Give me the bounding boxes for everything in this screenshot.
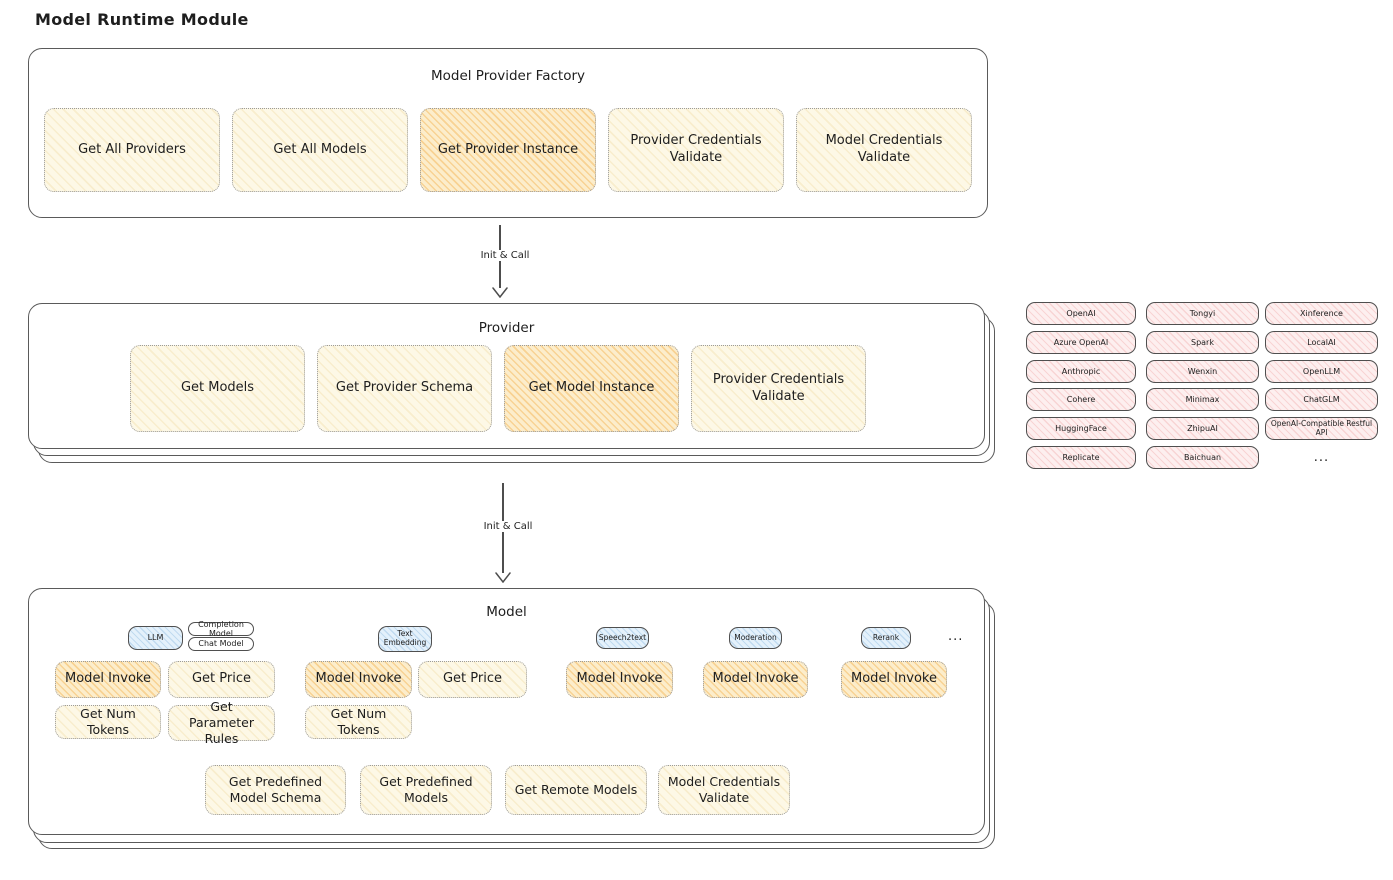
provider-pill-localai: LocalAI bbox=[1265, 331, 1378, 354]
node-get-models: Get Models bbox=[130, 345, 305, 432]
node-llm-model-invoke: Model Invoke bbox=[55, 661, 161, 698]
provider-pill-huggingface: HuggingFace bbox=[1026, 417, 1136, 440]
factory-title: Model Provider Factory bbox=[430, 68, 585, 84]
node-get-model-instance: Get Model Instance bbox=[504, 345, 679, 432]
provider-pill-replicate: Replicate bbox=[1026, 446, 1136, 469]
arrow-head-icon bbox=[492, 283, 508, 302]
node-llm-get-parameter-rules: Get Parameter Rules bbox=[168, 699, 275, 746]
node-model-credentials-validate-factory: Model Credentials Validate bbox=[796, 108, 972, 192]
node-embedding-model-invoke: Model Invoke bbox=[305, 661, 412, 698]
provider-pill-anthropic: Anthropic bbox=[1026, 360, 1136, 383]
tag-llm: LLM bbox=[128, 626, 183, 650]
page-title: Model Runtime Module bbox=[35, 10, 249, 29]
model-tags-more: ... bbox=[948, 629, 964, 644]
provider-pill-xinference: Xinference bbox=[1265, 302, 1378, 325]
model-title: Model bbox=[486, 604, 527, 620]
node-get-provider-instance: Get Provider Instance bbox=[420, 108, 596, 192]
provider-pill-zhipuai: ZhipuAI bbox=[1146, 417, 1259, 440]
node-llm-get-num-tokens: Get Num Tokens bbox=[55, 705, 161, 739]
node-get-all-models: Get All Models bbox=[232, 108, 408, 192]
provider-pill-minimax: Minimax bbox=[1146, 388, 1259, 411]
provider-title: Provider bbox=[478, 320, 535, 336]
node-rerank-model-invoke: Model Invoke bbox=[841, 661, 947, 698]
provider-pill-cohere: Cohere bbox=[1026, 388, 1136, 411]
provider-pill-spark: Spark bbox=[1146, 331, 1259, 354]
tag-moderation: Moderation bbox=[729, 627, 782, 649]
arrow-head-icon bbox=[495, 568, 511, 587]
node-get-remote-models: Get Remote Models bbox=[505, 765, 647, 815]
arrow1-label: Init & Call bbox=[462, 250, 548, 261]
node-embedding-get-price: Get Price bbox=[418, 661, 527, 698]
node-get-predefined-model-schema: Get Predefined Model Schema bbox=[205, 765, 346, 815]
tag-rerank: Rerank bbox=[861, 627, 911, 649]
tag-speech2text: Speech2text bbox=[596, 627, 649, 649]
provider-pill-azure-openai: Azure OpenAI bbox=[1026, 331, 1136, 354]
provider-pill-openai-compatible: OpenAI-Compatible Restful API bbox=[1265, 417, 1378, 440]
node-speech2text-model-invoke: Model Invoke bbox=[566, 661, 673, 698]
node-provider-credentials-validate-factory: Provider Credentials Validate bbox=[608, 108, 784, 192]
node-get-provider-schema: Get Provider Schema bbox=[317, 345, 492, 432]
node-get-all-providers: Get All Providers bbox=[44, 108, 220, 192]
provider-pill-chatglm: ChatGLM bbox=[1265, 388, 1378, 411]
node-llm-get-price: Get Price bbox=[168, 661, 275, 698]
provider-pill-openai: OpenAI bbox=[1026, 302, 1136, 325]
provider-pill-openllm: OpenLLM bbox=[1265, 360, 1378, 383]
provider-pill-tongyi: Tongyi bbox=[1146, 302, 1259, 325]
node-model-credentials-validate: Model Credentials Validate bbox=[658, 765, 790, 815]
arrow2-label: Init & Call bbox=[465, 521, 551, 532]
provider-pill-baichuan: Baichuan bbox=[1146, 446, 1259, 469]
tag-text-embedding: Text Embedding bbox=[378, 626, 432, 652]
node-moderation-model-invoke: Model Invoke bbox=[703, 661, 808, 698]
tag-completion-model: Completion Model bbox=[188, 620, 254, 638]
node-embedding-get-num-tokens: Get Num Tokens bbox=[305, 705, 412, 739]
provider-pill-wenxin: Wenxin bbox=[1146, 360, 1259, 383]
provider-list-more: ... bbox=[1313, 450, 1330, 465]
node-provider-credentials-validate: Provider Credentials Validate bbox=[691, 345, 866, 432]
node-get-predefined-models: Get Predefined Models bbox=[360, 765, 492, 815]
tag-chat-model: Chat Model bbox=[188, 637, 254, 651]
